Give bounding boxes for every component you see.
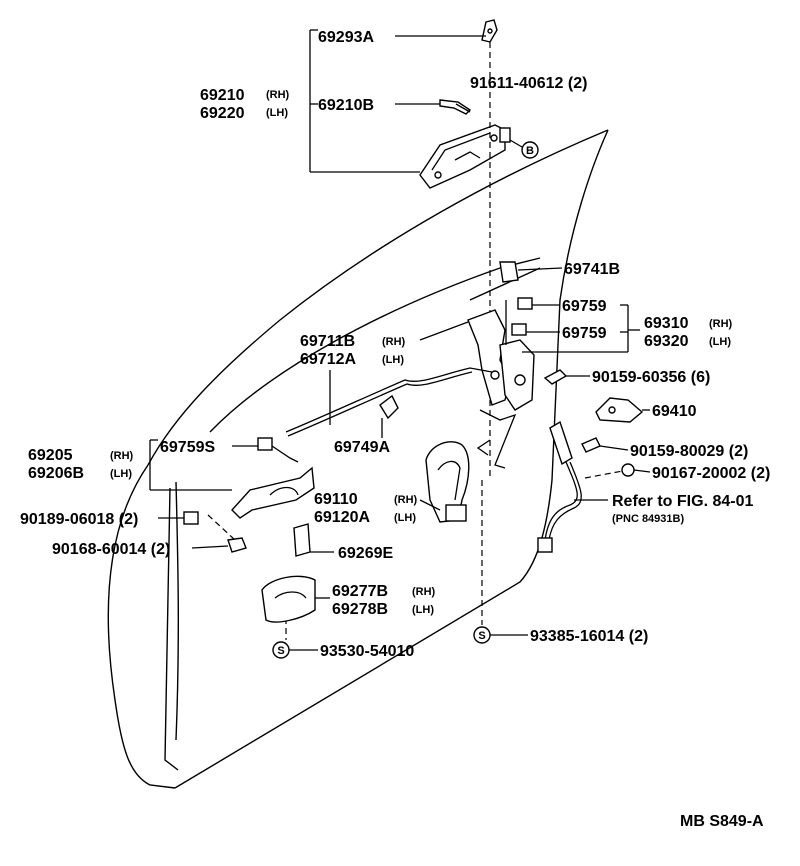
label-69749a: 69749A bbox=[334, 439, 390, 456]
label-69711b-rh: (RH) bbox=[382, 336, 406, 348]
label-69269e: 69269E bbox=[338, 545, 393, 562]
label-69278b-lh: (LH) bbox=[412, 604, 434, 616]
screw-90159-60356 bbox=[543, 369, 568, 385]
clip-69749a bbox=[379, 394, 399, 420]
lock-assembly-69310 bbox=[467, 300, 535, 469]
label-69320-lh: (LH) bbox=[709, 336, 731, 348]
label-refer: Refer to FIG. 84-01 bbox=[612, 493, 753, 510]
label-69110-rh: (RH) bbox=[394, 494, 418, 506]
rod-69711b bbox=[285, 367, 493, 437]
label-69711b: 69711B bbox=[300, 333, 355, 350]
label-69320: 69320 bbox=[644, 333, 689, 350]
label-69210b: 69210B bbox=[318, 97, 374, 114]
label-91611: 91611-40612 (2) bbox=[470, 75, 587, 92]
label-69712a: 69712A bbox=[300, 351, 356, 368]
outside-handle-69210b bbox=[419, 124, 511, 189]
label-69293a: 69293A bbox=[318, 29, 374, 46]
part-labels: 69293A 91611-40612 (2) 69210 (RH) 69220 … bbox=[20, 29, 770, 830]
label-69206b-lh: (LH) bbox=[110, 468, 132, 480]
label-69210-rh: (RH) bbox=[266, 89, 290, 101]
label-69759-lower: 69759 bbox=[562, 325, 607, 342]
label-69741b: 69741B bbox=[564, 261, 620, 278]
marker-s-right: S bbox=[473, 626, 491, 644]
label-69310-rh: (RH) bbox=[709, 318, 733, 330]
label-69712a-lh: (LH) bbox=[382, 354, 404, 366]
screw-90168 bbox=[227, 537, 247, 553]
label-90167: 90167-20002 (2) bbox=[652, 465, 770, 482]
clip-69293a bbox=[481, 19, 498, 43]
screw-90167 bbox=[621, 463, 635, 477]
clip-90189 bbox=[183, 511, 199, 525]
bracket-69410 bbox=[595, 397, 644, 423]
screw-90159-80029 bbox=[581, 437, 601, 453]
clip-69759-lower bbox=[511, 323, 527, 336]
marker-s-right-text: S bbox=[478, 630, 485, 642]
diagram-code: MB S849-A bbox=[680, 813, 764, 830]
label-69759-upper: 69759 bbox=[562, 298, 607, 315]
clip-69759-upper bbox=[517, 297, 533, 310]
label-69206b: 69206B bbox=[28, 465, 84, 482]
label-69759s: 69759S bbox=[160, 439, 215, 456]
label-69110: 69110 bbox=[314, 491, 358, 508]
label-69410: 69410 bbox=[652, 403, 697, 420]
cover-69269e bbox=[293, 523, 311, 557]
label-90189: 90189-06018 (2) bbox=[20, 511, 138, 528]
door-lock-69110 bbox=[425, 441, 470, 523]
bolt-91611 bbox=[439, 99, 472, 115]
leader-lines bbox=[149, 29, 651, 651]
label-69205-rh: (RH) bbox=[110, 450, 134, 462]
label-69120a-lh: (LH) bbox=[394, 512, 416, 524]
door-panel bbox=[107, 129, 609, 789]
label-69278b: 69278B bbox=[332, 601, 388, 618]
label-69210: 69210 bbox=[200, 87, 245, 104]
label-69220: 69220 bbox=[200, 105, 245, 122]
label-69277b-rh: (RH) bbox=[412, 586, 436, 598]
label-69120a: 69120A bbox=[314, 509, 370, 526]
marker-s-left-text: S bbox=[277, 645, 284, 657]
marker-s-left: S bbox=[272, 641, 290, 659]
label-pnc: (PNC 84931B) bbox=[612, 513, 684, 525]
label-90168: 90168-60014 (2) bbox=[52, 541, 170, 558]
clip-69759s bbox=[257, 437, 299, 463]
bezel-69277b bbox=[261, 575, 316, 623]
marker-b-text: B bbox=[526, 145, 534, 157]
label-69220-lh: (LH) bbox=[266, 107, 288, 119]
label-93530: 93530-54010 bbox=[320, 643, 414, 660]
label-69205: 69205 bbox=[28, 447, 73, 464]
label-93385: 93385-16014 (2) bbox=[530, 628, 648, 645]
label-69310: 69310 bbox=[644, 315, 689, 332]
label-69277b: 69277B bbox=[332, 583, 388, 600]
bracket-69741b bbox=[499, 261, 563, 283]
handle-bracket-69205 bbox=[231, 466, 315, 519]
label-90159-80029: 90159-80029 (2) bbox=[630, 443, 748, 460]
door-switch-cable bbox=[537, 420, 582, 553]
marker-b: B bbox=[509, 139, 539, 159]
label-90159-60356: 90159-60356 (6) bbox=[592, 369, 710, 386]
